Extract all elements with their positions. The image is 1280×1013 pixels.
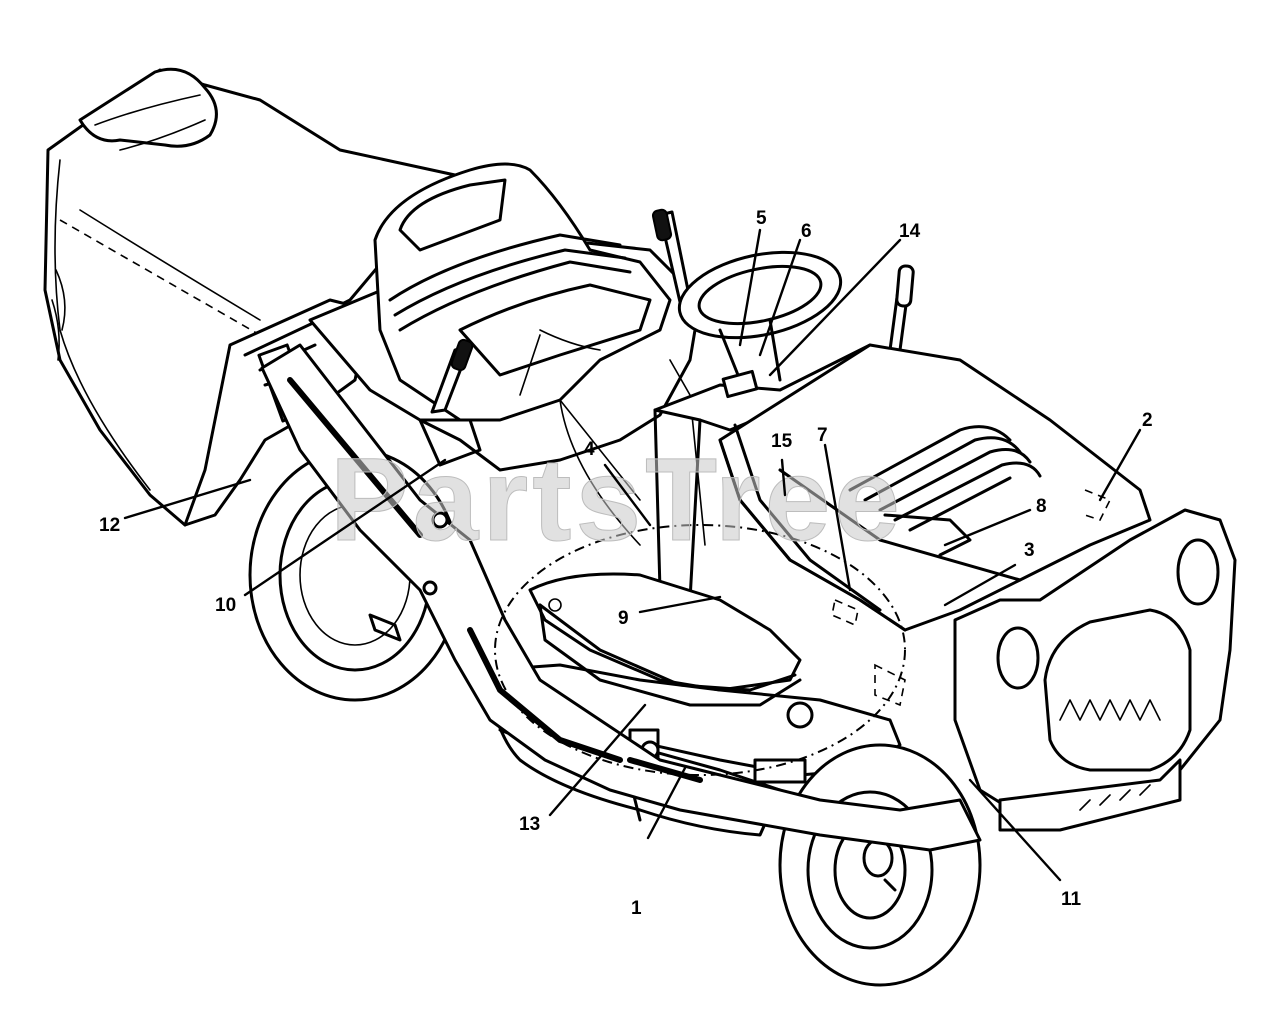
callout-6: 6 <box>801 221 812 242</box>
callout-1: 1 <box>631 898 642 919</box>
control-levers <box>418 208 915 546</box>
callout-2: 2 <box>1142 410 1153 431</box>
callout-5: 5 <box>756 208 767 229</box>
callout-labels: 1 2 3 4 5 6 7 8 9 10 11 12 13 14 15 <box>99 208 1153 919</box>
callout-4: 4 <box>584 439 595 460</box>
callout-14: 14 <box>899 221 921 242</box>
operator-seat <box>373 162 672 422</box>
callout-9: 9 <box>618 608 629 629</box>
callout-12: 12 <box>99 515 120 536</box>
callout-11: 11 <box>1061 889 1082 910</box>
callout-leaders <box>123 228 1142 882</box>
callout-8: 8 <box>1036 496 1047 517</box>
front-wheel <box>778 743 982 987</box>
side-frame-rail <box>260 343 982 852</box>
callout-13: 13 <box>519 814 540 835</box>
deck-area-outline <box>494 524 906 776</box>
callout-15: 15 <box>771 431 793 452</box>
callout-3: 3 <box>1024 540 1035 561</box>
hood <box>718 343 1152 707</box>
steering-wheel <box>677 250 843 382</box>
grass-bag <box>43 67 457 527</box>
foot-platform <box>528 572 802 707</box>
watermark: PartsTree <box>330 434 904 566</box>
callout-10: 10 <box>215 595 236 616</box>
front-grille <box>953 508 1237 832</box>
callout-7: 7 <box>817 425 828 446</box>
